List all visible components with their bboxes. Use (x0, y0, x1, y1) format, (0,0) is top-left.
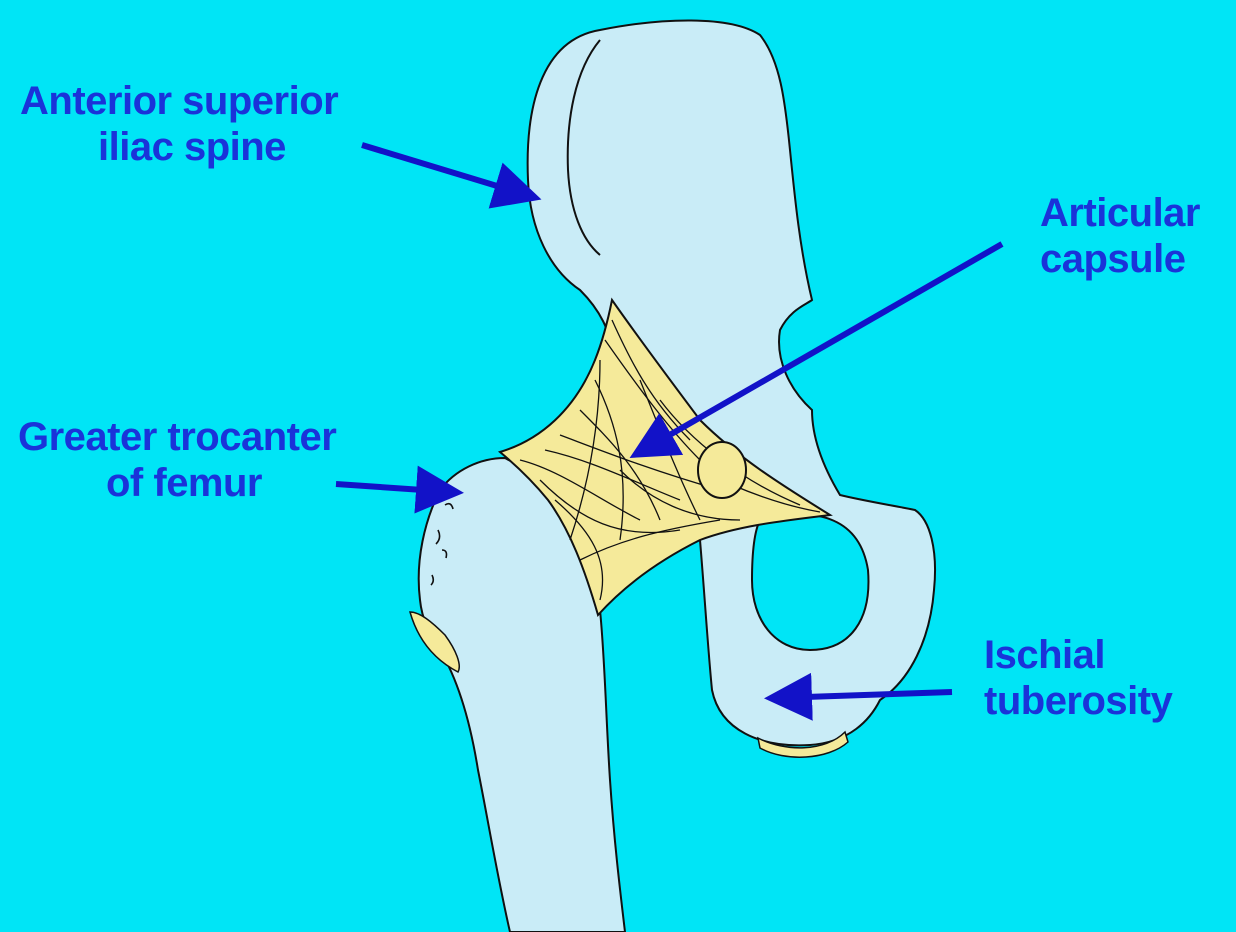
label-asis-line1: Anterior superior (20, 78, 338, 124)
arrow-asis (362, 145, 530, 196)
acetabular-fat-pad (698, 442, 746, 498)
label-greater-trochanter: Greater trocanter of femur (18, 414, 336, 506)
label-articular-capsule: Articular capsule (1040, 190, 1200, 282)
label-capsule-line1: Articular (1040, 190, 1200, 236)
label-capsule-line2: capsule (1040, 236, 1200, 282)
label-anterior-superior-iliac-spine: Anterior superior iliac spine (20, 78, 338, 170)
arrow-trochanter (336, 484, 452, 492)
label-trochanter-line2: of femur (18, 460, 336, 506)
label-ischial-line1: Ischial (984, 632, 1172, 678)
label-trochanter-line1: Greater trocanter (18, 414, 336, 460)
obturator-foramen (752, 514, 868, 650)
label-ischial-tuberosity: Ischial tuberosity (984, 632, 1172, 724)
label-ischial-line2: tuberosity (984, 678, 1172, 724)
label-asis-line2: iliac spine (20, 124, 338, 170)
